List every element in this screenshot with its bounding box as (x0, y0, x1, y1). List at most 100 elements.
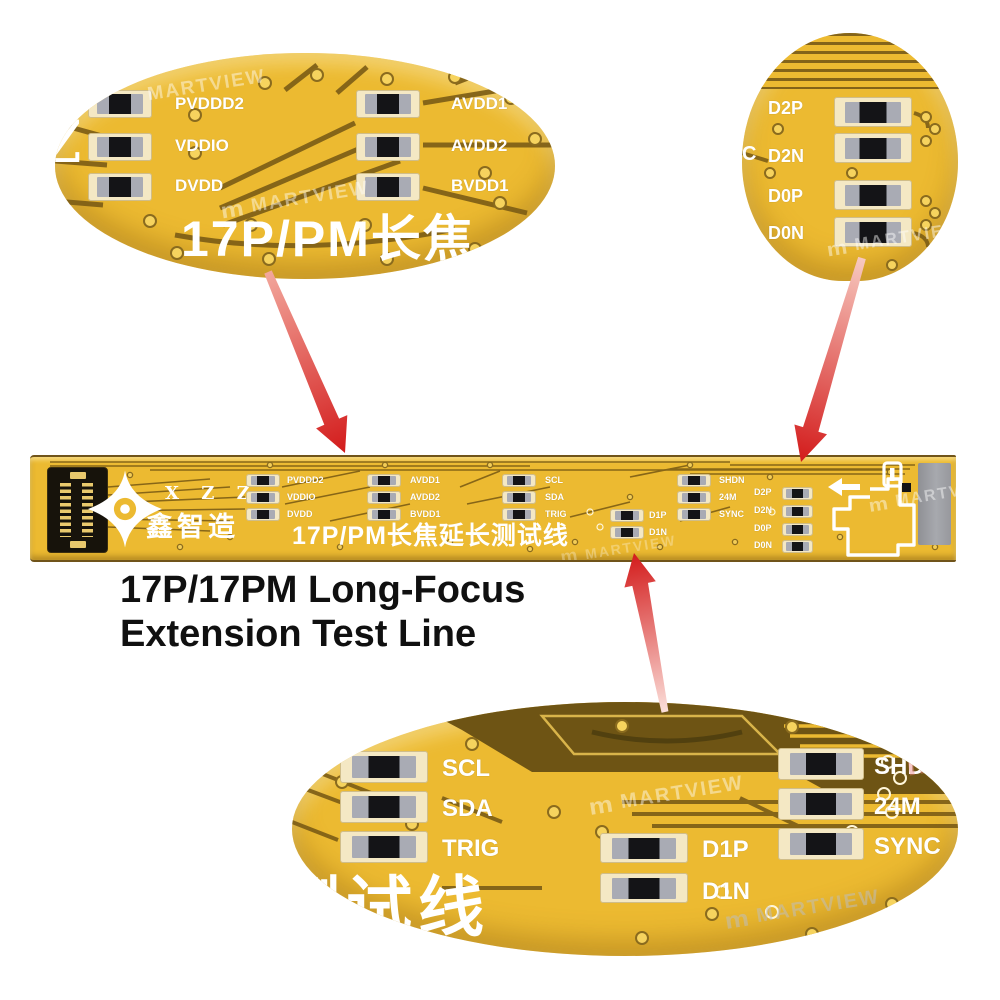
net-label: SYNC (874, 833, 941, 860)
net-label: SCL (545, 475, 563, 485)
smd-pad (340, 831, 428, 863)
connector-pins (60, 483, 71, 537)
smd-pad (677, 474, 711, 487)
smd-pad (356, 90, 420, 118)
martview-logo-icon: m (867, 492, 892, 517)
net-label: D0N (754, 540, 773, 550)
net-label: PVDDD2 (287, 475, 324, 485)
smd-pad (88, 90, 152, 118)
martview-logo-icon: m (903, 744, 942, 783)
smd-pad (834, 97, 912, 127)
xzz-star-logo (88, 470, 162, 548)
net-label: TRIG (442, 835, 500, 862)
magnified-view-bottom: SCL SDA TRIG D1P D1N SHDN 24M SYNC 测试线 m… (292, 702, 958, 956)
smd-pad (502, 508, 536, 521)
smd-pad (367, 491, 401, 504)
net-label: AVDD2 (410, 492, 440, 502)
martview-logo-icon: m (825, 235, 851, 261)
pcb-traces (742, 111, 941, 271)
smd-pad (340, 791, 428, 823)
net-label: BVDD1 (451, 176, 509, 195)
net-label: BVDD1 (410, 509, 441, 519)
net-label: 24M (874, 793, 921, 820)
silkscreen-model-text: 17P/PM长焦延长测试线 (292, 522, 569, 550)
net-label: SHDN (874, 753, 943, 780)
net-label: AVDD2 (451, 136, 508, 155)
net-label: DVDD (287, 509, 313, 519)
net-label: SCL (442, 755, 490, 782)
product-title-line1: 17P/17PM Long-Focus (120, 569, 526, 611)
silkscreen-model-text: 17P/PM长焦 (181, 211, 475, 267)
smd-pad (778, 828, 864, 860)
smd-pad (782, 487, 813, 500)
bracket-outline (828, 461, 916, 557)
net-label: SDA (442, 795, 493, 822)
smd-pad (88, 133, 152, 161)
smd-pad (246, 508, 280, 521)
brand-cn-text: 鑫智造 (146, 512, 239, 542)
smd-pad (502, 474, 536, 487)
net-label: SHDN (719, 475, 745, 485)
net-label: AVDD1 (451, 94, 508, 113)
smd-pad (340, 751, 428, 783)
smd-pad (677, 508, 711, 521)
smd-pad (677, 491, 711, 504)
output-connector (918, 463, 951, 545)
martview-logo-icon: m (219, 195, 248, 224)
smd-pad (502, 491, 536, 504)
smd-pad (782, 505, 813, 518)
smd-pad (246, 474, 280, 487)
pcb-traces (55, 56, 555, 266)
net-label: D1P (649, 510, 667, 520)
net-label: D2P (754, 487, 772, 497)
smd-pad (782, 540, 813, 553)
martview-logo-icon: m (586, 790, 617, 820)
smd-pad (600, 833, 688, 863)
net-label: 24M (719, 492, 737, 502)
product-title: 17P/17PM Long-Focus Extension Test Line (120, 568, 525, 656)
net-label: D1N (649, 527, 668, 537)
net-label: D0P (768, 186, 804, 206)
net-label: PVDDD2 (175, 94, 244, 113)
magnified-view-top-left: PVDDD2 VDDIO DVDD AVDD1 AVDD2 BVDD1 Z 17… (55, 53, 555, 279)
net-label: D1P (702, 836, 749, 863)
edge-letter: Z (55, 108, 82, 176)
trace-stripe-band (742, 33, 958, 89)
martview-logo-icon: m (722, 904, 753, 934)
net-label: D2N (754, 505, 773, 515)
smd-pad (356, 133, 420, 161)
smd-pad (778, 788, 864, 820)
net-label: VDDIO (175, 136, 229, 155)
smd-pad (88, 173, 152, 201)
callout-arrow-bottom (624, 553, 669, 713)
smd-pad (834, 217, 912, 247)
edge-letter: C (742, 143, 757, 165)
smd-pad (246, 491, 280, 504)
smd-pad (610, 509, 644, 522)
net-label: D0P (754, 523, 772, 533)
smd-pad (834, 133, 912, 163)
net-label: D2P (768, 98, 804, 118)
product-title-line2: Extension Test Line (120, 613, 477, 655)
brand-latin-text: X Z Z (165, 483, 258, 504)
net-label: D0N (768, 223, 805, 243)
net-label: AVDD1 (410, 475, 440, 485)
martview-watermark: m (903, 744, 942, 783)
magnified-view-top-right: D2P D2N D0P D0N C m MARTVIEW (742, 33, 958, 281)
flex-cable-strip: X Z Z 鑫智造 PVDDD2 VDDIO DVDD AVDD1 AVDD2 … (30, 455, 956, 562)
smd-pad (834, 180, 912, 210)
net-label: SDA (545, 492, 565, 502)
smd-pad (367, 508, 401, 521)
net-label: VDDIO (287, 492, 316, 502)
smd-pad (356, 173, 420, 201)
net-label: TRIG (545, 509, 567, 519)
smd-pad (610, 526, 644, 539)
net-label: SYNC (719, 509, 745, 519)
net-label: D1N (702, 878, 751, 905)
martview-logo-icon: m (353, 710, 380, 737)
callout-arrow-top-right (794, 256, 866, 462)
smd-pad (778, 748, 864, 780)
net-label: DVDD (175, 176, 224, 195)
connector-pins (82, 483, 93, 537)
